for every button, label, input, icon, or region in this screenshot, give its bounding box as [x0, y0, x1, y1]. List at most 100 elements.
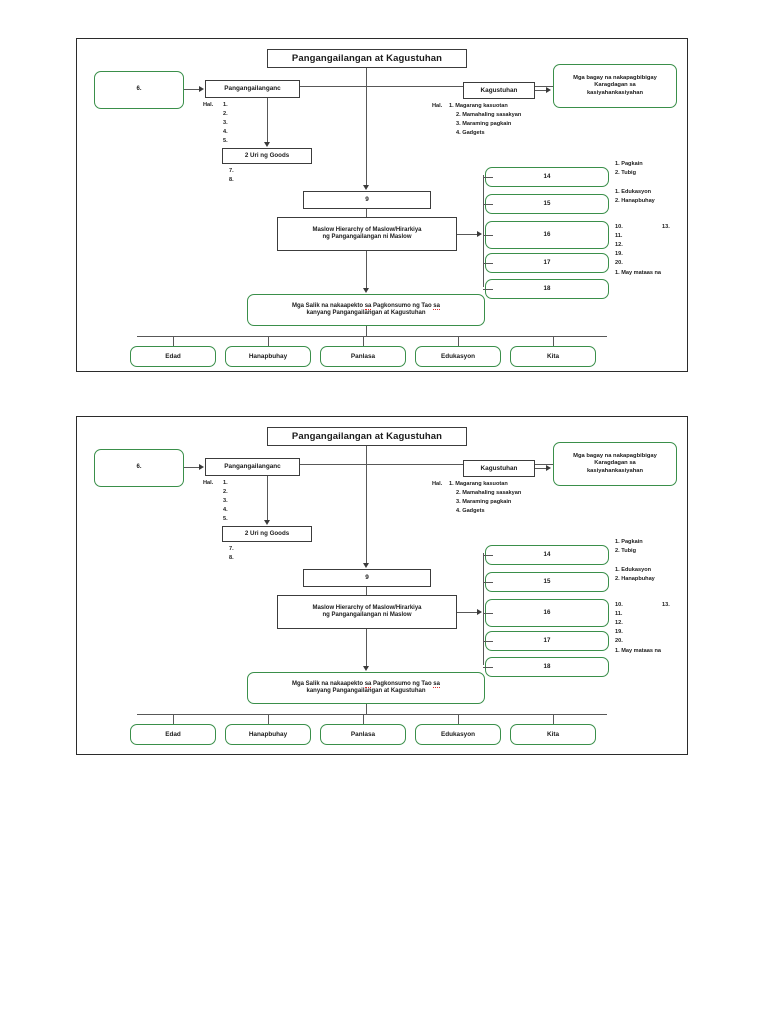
- maslow-level-annotation-top: 2. Tubig: [615, 170, 637, 176]
- green-box-wants-line: kasiyahankasiyahan: [586, 89, 644, 96]
- node-pangangailangan-top: Pangangailanganc: [205, 80, 300, 98]
- factors-box-line-2: kanyang Pangangailangan at Kagustuhan: [306, 688, 426, 694]
- factor-box-top: Hanapbuhay: [225, 346, 311, 367]
- factor-label: Kita: [546, 730, 560, 738]
- right-example-item-top: 1. Magarang kasuotan: [449, 103, 508, 109]
- kagustuhan-to-green-arrow: [546, 464, 551, 471]
- right-example-item-bottom: 3. Maraming pagkain: [456, 499, 512, 505]
- factor-stem-top: [173, 336, 174, 346]
- right-example-label-bottom: Hal.: [432, 481, 443, 487]
- right-example-item-top: 4. Gadgets: [456, 130, 485, 136]
- left-example-item-bottom: 2.: [223, 489, 228, 495]
- factor-label: Edad: [165, 730, 181, 738]
- factors-stem: [366, 326, 367, 336]
- factor-label: Hanapbuhay: [248, 730, 288, 738]
- stem-9-to-maslow: [366, 209, 367, 217]
- title-text: Pangangailangan at Kagustuhan: [291, 430, 443, 442]
- maslow-level-box-bottom: 15: [485, 572, 609, 592]
- kagustuhan-to-green-line: [535, 90, 548, 91]
- title-stem: [366, 68, 367, 86]
- factor-box-bottom: Hanapbuhay: [225, 724, 311, 745]
- maslow-level-label: 15: [543, 578, 551, 586]
- factor-stem-top: [458, 336, 459, 346]
- maslow-level-label: 14: [543, 173, 551, 181]
- blank-green-box-label: 6.: [136, 464, 142, 471]
- factor-box-top: Kita: [510, 346, 596, 367]
- factors-stem: [366, 704, 367, 714]
- green-to-node-arrow: [199, 85, 204, 92]
- left-example-item-top: 3.: [223, 120, 228, 126]
- factors-box-bottom: Mga Salik na nakaapekto sa Pagkonsumo ng…: [247, 672, 485, 704]
- maslow-box-line: ng Pangangailangan ni Maslow: [322, 234, 412, 240]
- maslow-level-annotation-top: 20.: [615, 260, 623, 266]
- right-example-item-top: 2. Mamahaling sasakyan: [456, 112, 522, 118]
- maslow-level-annotation-bottom: 2. Tubig: [615, 548, 637, 554]
- spellcheck-word: sa: [433, 680, 440, 688]
- factor-stem-top: [553, 336, 554, 346]
- right-example-item-bottom: 2. Mamahaling sasakyan: [456, 490, 522, 496]
- right-example-item-bottom: 1. Magarang kasuotan: [449, 481, 508, 487]
- node-pangangailangan-label: Pangangailanganc: [224, 85, 281, 92]
- maslow-level-annotation-top: 1. Edukasyon: [615, 189, 652, 195]
- maslow-level-annotation-top: 12.: [615, 242, 623, 248]
- maslow-bracket-spine: [483, 553, 484, 665]
- maslow-level-box-bottom: 16: [485, 599, 609, 627]
- maslow-level-annotation-bottom: 20.: [615, 638, 623, 644]
- factors-box-top: Mga Salik na nakaapekto sa Pagkonsumo ng…: [247, 294, 485, 326]
- factor-box-bottom: Kita: [510, 724, 596, 745]
- maslow-level-label: 16: [543, 231, 551, 239]
- goods-item-bottom: 8.: [229, 555, 234, 561]
- factor-stem-bottom: [363, 714, 364, 724]
- maslow-level-label: 16: [543, 609, 551, 617]
- arrow-maslow-to-factors: [362, 666, 369, 671]
- maslow-level-annotation-top: 1. May mataas na: [615, 270, 662, 276]
- green-box-wants-line: Mga bagay na nakapagbibigay: [573, 453, 657, 460]
- maslow-bracket-arm: [483, 204, 493, 205]
- maslow-level-annotation-bottom: 2. Hanapbuhay: [615, 576, 655, 582]
- factor-label: Kita: [546, 352, 560, 360]
- blank-box-9-top: 9: [303, 191, 431, 209]
- maslow-level-annotation-bottom: 12.: [615, 620, 623, 626]
- spellcheck-word: sa: [364, 680, 372, 688]
- node-kagustuhan-label: Kagustuhan: [480, 86, 518, 94]
- kagustuhan-to-green-line: [535, 468, 548, 469]
- title-text: Pangangailangan at Kagustuhan: [291, 52, 443, 64]
- factor-stem-top: [363, 336, 364, 346]
- factor-label: Panlasa: [350, 352, 376, 360]
- maslow-level-annotation-bottom: 1. Pagkain: [615, 539, 643, 545]
- factor-box-top: Panlasa: [320, 346, 406, 367]
- blank-green-box-label: 6.: [136, 86, 142, 93]
- factor-label: Edukasyon: [440, 730, 476, 738]
- maslow-level-annotation-bottom: 19.: [615, 629, 623, 635]
- left-example-label-bottom: Hal.: [203, 480, 214, 486]
- factors-distributor: [137, 714, 607, 715]
- factors-distributor: [137, 336, 607, 337]
- maslow-level-annotation-bottom: 11.: [615, 611, 623, 617]
- title-distributor: [209, 86, 629, 87]
- stem-9-to-maslow: [366, 587, 367, 595]
- maslow-level-box-top: 14: [485, 167, 609, 187]
- maslow-to-bracket-arrow: [477, 608, 482, 615]
- maslow-level-annotation-bottom: 1. May mataas na: [615, 648, 662, 654]
- blank-green-box-6-top: 6.: [94, 71, 184, 109]
- green-box-wants-line: Mga bagay na nakapagbibigay: [573, 75, 657, 82]
- factors-box-line-1: Mga Salik na nakaapekto sa Pagkonsumo ng…: [292, 302, 440, 310]
- maslow-bracket-arm: [483, 641, 493, 642]
- node-uri-ng-goods-top: 2 Uri ng Goods: [222, 148, 312, 164]
- title-box-bottom: Pangangailangan at Kagustuhan: [267, 427, 467, 446]
- maslow-bracket-arm: [483, 582, 493, 583]
- title-box-top: Pangangailangan at Kagustuhan: [267, 49, 467, 68]
- factor-stem-bottom: [268, 714, 269, 724]
- node-uri-ng-goods-label: 2 Uri ng Goods: [244, 152, 290, 160]
- maslow-level-label: 17: [543, 637, 551, 645]
- green-to-node-arrow: [199, 463, 204, 470]
- maslow-level-box-top: 16: [485, 221, 609, 249]
- blank-box-9-bottom: 9: [303, 569, 431, 587]
- blank-green-box-6-bottom: 6.: [94, 449, 184, 487]
- stem-maslow-to-factors: [366, 629, 367, 667]
- maslow-level-label: 18: [543, 663, 551, 671]
- node-uri-ng-goods-label: 2 Uri ng Goods: [244, 530, 290, 538]
- blank-box-9-label: 9: [365, 196, 369, 203]
- factor-box-top: Edukasyon: [415, 346, 501, 367]
